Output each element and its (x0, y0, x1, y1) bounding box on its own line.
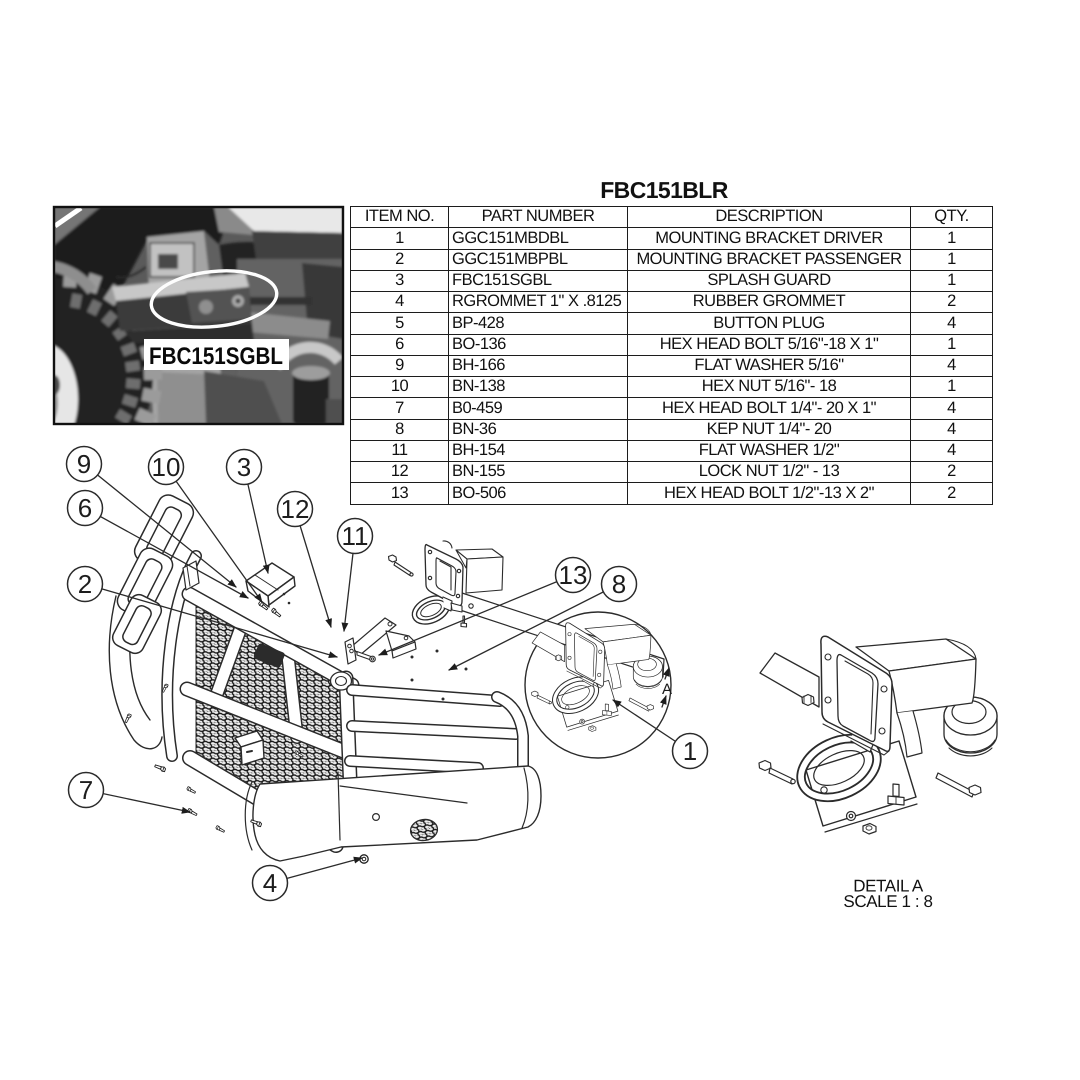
svg-text:13: 13 (559, 560, 588, 590)
svg-text:6: 6 (78, 493, 92, 523)
svg-text:FBC151SGBL: FBC151SGBL (149, 343, 283, 370)
svg-text:11: 11 (342, 521, 369, 551)
svg-text:2: 2 (78, 569, 92, 599)
svg-text:1: 1 (683, 736, 697, 766)
svg-text:7: 7 (79, 775, 93, 805)
svg-text:8: 8 (612, 569, 626, 599)
svg-text:10: 10 (152, 452, 181, 482)
svg-text:12: 12 (281, 494, 310, 524)
svg-text:A: A (662, 681, 672, 698)
svg-text:4: 4 (263, 868, 277, 898)
svg-text:DETAIL A: DETAIL A (853, 877, 924, 896)
svg-text:SCALE 1 : 8: SCALE 1 : 8 (843, 892, 932, 911)
svg-text:9: 9 (77, 449, 91, 479)
svg-text:3: 3 (237, 452, 251, 482)
